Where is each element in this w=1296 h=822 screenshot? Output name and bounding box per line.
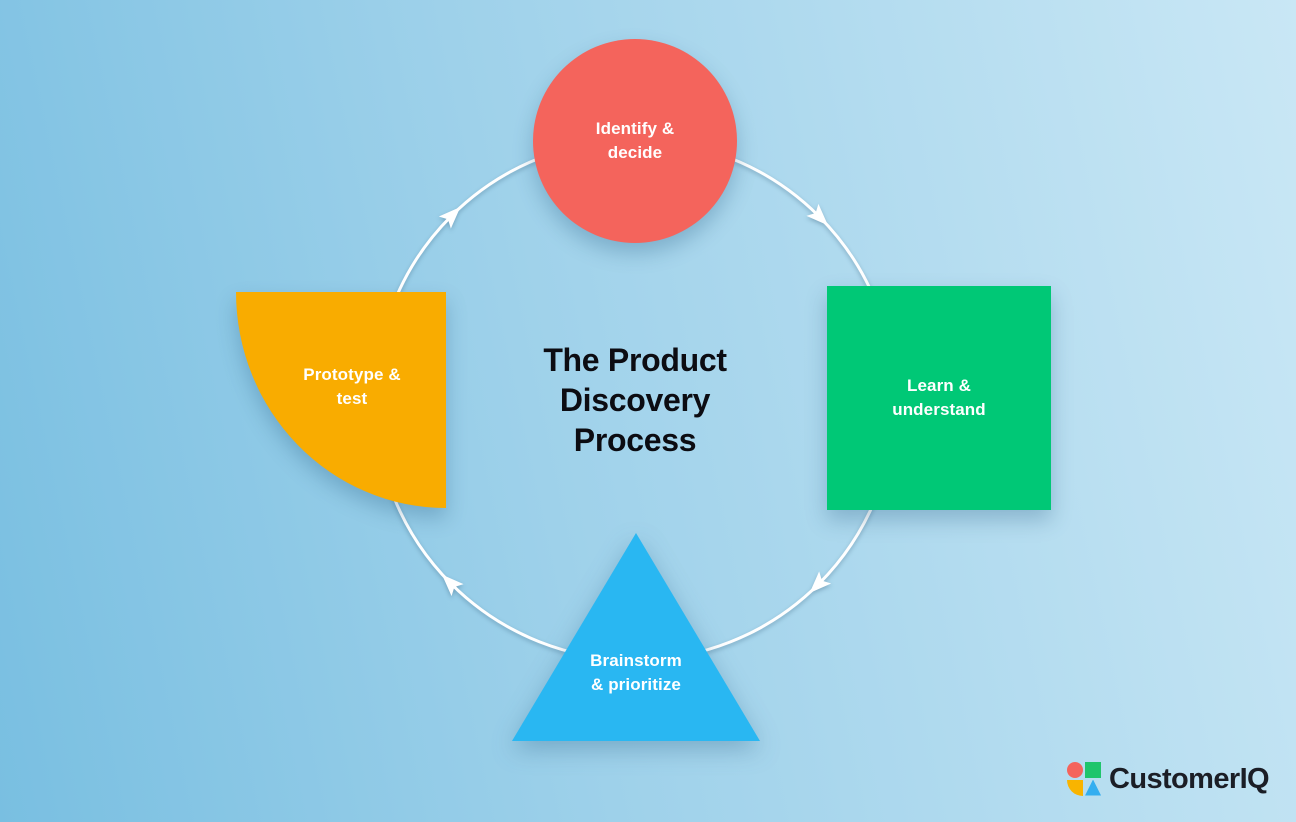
arrowhead-bottom-left-icon [442, 574, 464, 597]
step-learn-understand: Learn & understand [827, 286, 1051, 510]
step-brainstorm-prioritize-triangle: Brainstorm & prioritize [512, 533, 760, 741]
logo-square-icon [1085, 761, 1102, 778]
step-prototype-test-label: Prototype & test [303, 365, 401, 408]
logo-triangle-icon [1085, 779, 1102, 796]
logo-circle-icon [1067, 761, 1084, 778]
arrowhead-top-right-icon [806, 203, 828, 226]
diagram-title-line1: The Product [543, 342, 727, 378]
step-brainstorm-prioritize-label: Brainstorm & prioritize [590, 651, 682, 694]
arrowhead-bottom-right-icon [809, 571, 832, 593]
diagram-title: The Product Discovery Process [475, 340, 795, 460]
step-identify-decide-label: Identify & decide [595, 119, 675, 162]
customeriq-logo-text: CustomerIQ [1109, 763, 1270, 795]
customeriq-logo-icon [1067, 761, 1102, 796]
arrowhead-top-left-icon [438, 207, 461, 229]
customeriq-logo: CustomerIQ [1067, 761, 1270, 796]
step-identify-decide: Identify & decide [533, 39, 737, 243]
diagram-title-line2: Discovery [559, 382, 711, 418]
step-learn-understand-label: Learn & understand [892, 376, 986, 419]
logo-quarter-circle-icon [1067, 779, 1084, 796]
diagram-title-line3: Process [573, 422, 697, 458]
step-brainstorm-prioritize: Brainstorm & prioritize [512, 533, 760, 741]
